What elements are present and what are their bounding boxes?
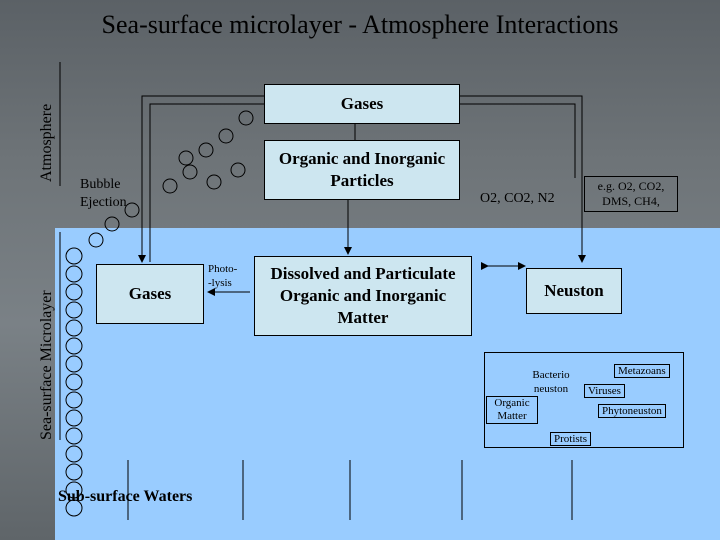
bubble-label-line2: Ejection: [80, 195, 127, 210]
photolysis-label: Photo- -lysis: [208, 262, 237, 290]
photolysis-line1: Photo-: [208, 263, 238, 275]
organic-matter-tag: Organic Matter: [486, 396, 538, 424]
gases-water-box: Gases: [96, 264, 204, 324]
bacterioneuston-label: Bacterio neuston: [532, 369, 570, 395]
gas-examples-label: e.g. O2, CO2, DMS, CH4,: [584, 176, 678, 212]
particles-box: Organic and Inorganic Particles: [264, 140, 460, 200]
neuston-box: Neuston: [526, 268, 622, 314]
page-title: Sea-surface microlayer - Atmosphere Inte…: [101, 10, 619, 39]
neuston-community-box: [484, 352, 684, 448]
gases-atmosphere-box: Gases: [264, 84, 460, 124]
dissolved-matter-box: Dissolved and Particulate Organic and In…: [254, 256, 472, 336]
protists-tag: Protists: [550, 432, 592, 446]
photolysis-line2: -lysis: [208, 277, 232, 289]
subsurface-label: Sub-surface Waters: [58, 488, 193, 505]
bubble-label-line1: Bubble: [80, 177, 121, 192]
viruses-tag: Viruses: [584, 384, 625, 398]
phytoneuston-tag: Phytoneuston: [598, 404, 666, 418]
metazoans-tag: Metazoans: [614, 364, 670, 378]
gas-formula-label: O2, CO2, N2: [480, 191, 555, 206]
bubble-ejection-label: Bubble Ejection: [80, 176, 127, 212]
